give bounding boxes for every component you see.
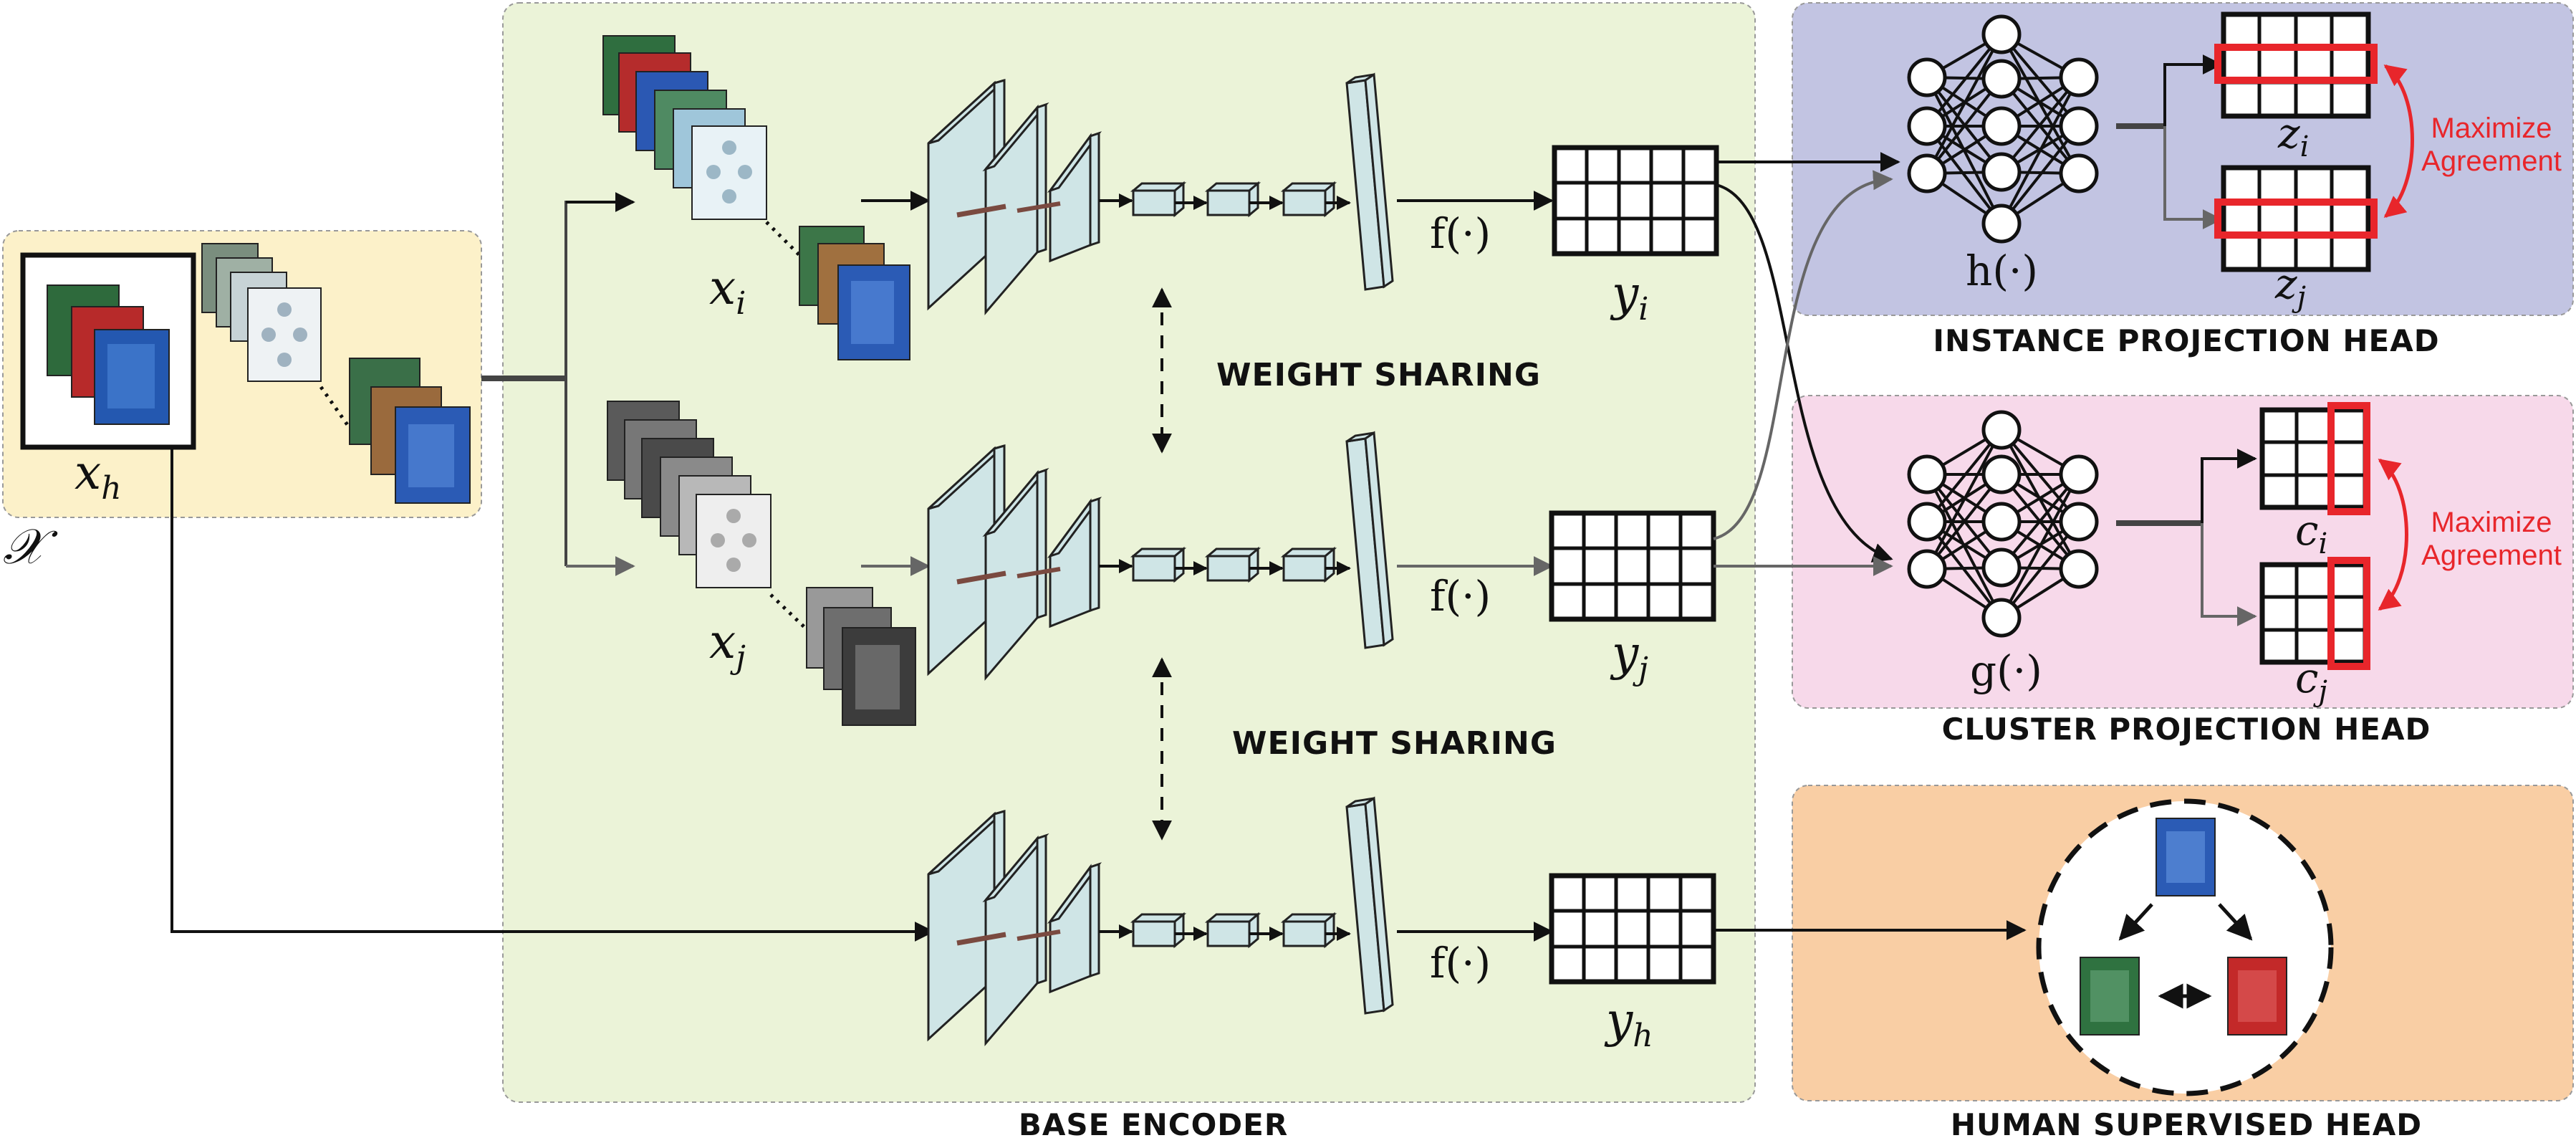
f-label-i: f(·) (1430, 209, 1491, 258)
instance-agreement-label: Agreement (2421, 145, 2562, 177)
conv-layer (1047, 131, 1102, 263)
cj-label: cj (2295, 654, 2327, 708)
instance-maximize-label: Maximize (2431, 113, 2552, 144)
data-sample-stack (201, 243, 471, 504)
weight-sharing-label-2: WEIGHT SHARING (1232, 725, 1557, 762)
instance-mlp (1907, 14, 2099, 244)
cluster-maximize-label: Maximize (2431, 507, 2552, 538)
xh-label: xh (75, 445, 122, 507)
xi-image-stack (602, 35, 910, 360)
data-split-arrows (170, 192, 935, 942)
ci-feature-grid (2259, 402, 2370, 515)
human-head-title: HUMAN SUPERVISED HEAD (1951, 1107, 2422, 1142)
encoder-row-i (861, 72, 1554, 316)
fc-layer (1345, 72, 1394, 291)
encoder-row-j (861, 431, 1554, 682)
cluster-mlp (1907, 410, 2099, 638)
instance-split-arrows (2116, 54, 2223, 229)
instance-agreement-arrow (2383, 64, 2414, 218)
weight-sharing-label-1: WEIGHT SHARING (1216, 357, 1541, 393)
h-label: h(·) (1966, 247, 2038, 295)
zj-feature-grid (2214, 165, 2378, 272)
zj-label: zj (2274, 259, 2306, 314)
xi-label: xi (709, 260, 746, 322)
cluster-split-arrows (2116, 449, 2257, 626)
instance-head-title: INSTANCE PROJECTION HEAD (1933, 323, 2439, 358)
cluster-agreement-label: Agreement (2421, 540, 2562, 571)
yj-feature-grid (1549, 510, 1716, 622)
xh-image-stack (47, 284, 170, 425)
cluster-head-title: CLUSTER PROJECTION HEAD (1942, 712, 2431, 747)
yi-feature-grid (1552, 145, 1719, 257)
ci-label: ci (2295, 506, 2327, 560)
dataset-symbol: 𝒳 (3, 519, 58, 575)
base-encoder-title: BASE ENCODER (1019, 1107, 1288, 1142)
f-label-j: f(·) (1430, 572, 1491, 621)
f-label-h: f(·) (1430, 939, 1491, 987)
human-supervision-circle (2036, 798, 2334, 1096)
xj-image-stack (607, 401, 916, 726)
yh-label: yh (1604, 993, 1653, 1054)
g-label: g(·) (1970, 646, 2042, 695)
yj-label: yj (1610, 626, 1648, 687)
zi-label: zi (2277, 109, 2309, 163)
cj-feature-grid (2259, 557, 2370, 670)
yi-label: yi (1610, 266, 1648, 327)
encoder-row-h (927, 796, 1554, 1047)
cluster-agreement-arrow (2378, 459, 2408, 611)
xj-label: xj (709, 614, 746, 676)
head-connections (1713, 152, 2027, 940)
zi-feature-grid (2214, 11, 2378, 119)
conv-layer (982, 102, 1049, 316)
yh-feature-grid (1549, 873, 1716, 985)
